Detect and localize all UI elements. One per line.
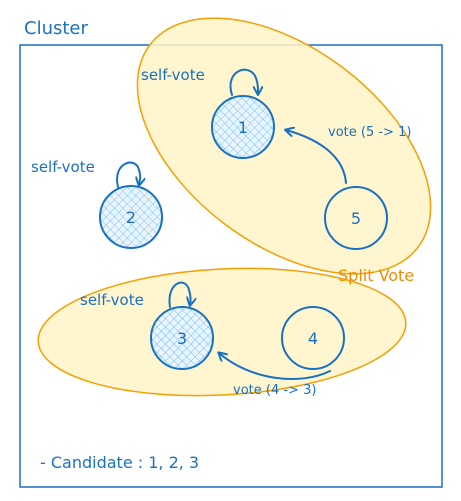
self-vote-label-node-3: self-vote xyxy=(80,291,144,309)
node-4: 4 xyxy=(281,306,345,370)
node-4-label: 4 xyxy=(308,329,318,348)
self-vote-loop-node-2 xyxy=(116,161,140,188)
vote-edge-4-to-3 xyxy=(219,353,331,380)
vote-edge-4-to-3-label: vote (4 -> 3) xyxy=(233,383,316,398)
node-5-label: 5 xyxy=(351,209,361,228)
self-vote-loop-node-1 xyxy=(229,68,258,96)
vote-edge-5-to-1 xyxy=(286,130,347,184)
self-vote-label-node-1: self-vote xyxy=(141,66,205,84)
split-vote-label: Split Vote xyxy=(338,266,414,285)
node-1: 1 xyxy=(211,95,275,159)
node-3: 3 xyxy=(150,306,214,370)
node-5: 5 xyxy=(324,186,388,250)
self-vote-label-node-2: self-vote xyxy=(31,158,95,176)
split-vote-group-lower xyxy=(37,267,407,397)
node-3-label: 3 xyxy=(177,329,187,348)
node-1-label: 1 xyxy=(238,118,248,137)
split-vote-group-upper xyxy=(136,17,432,275)
self-vote-loop-node-3 xyxy=(168,281,190,308)
node-2-label: 2 xyxy=(126,208,136,227)
node-2: 2 xyxy=(99,185,163,249)
candidate-note: - Candidate : 1, 2, 3 xyxy=(40,453,199,472)
vote-edge-5-to-1-label: vote (5 -> 1) xyxy=(328,125,411,140)
cluster-title: Cluster xyxy=(24,18,88,39)
